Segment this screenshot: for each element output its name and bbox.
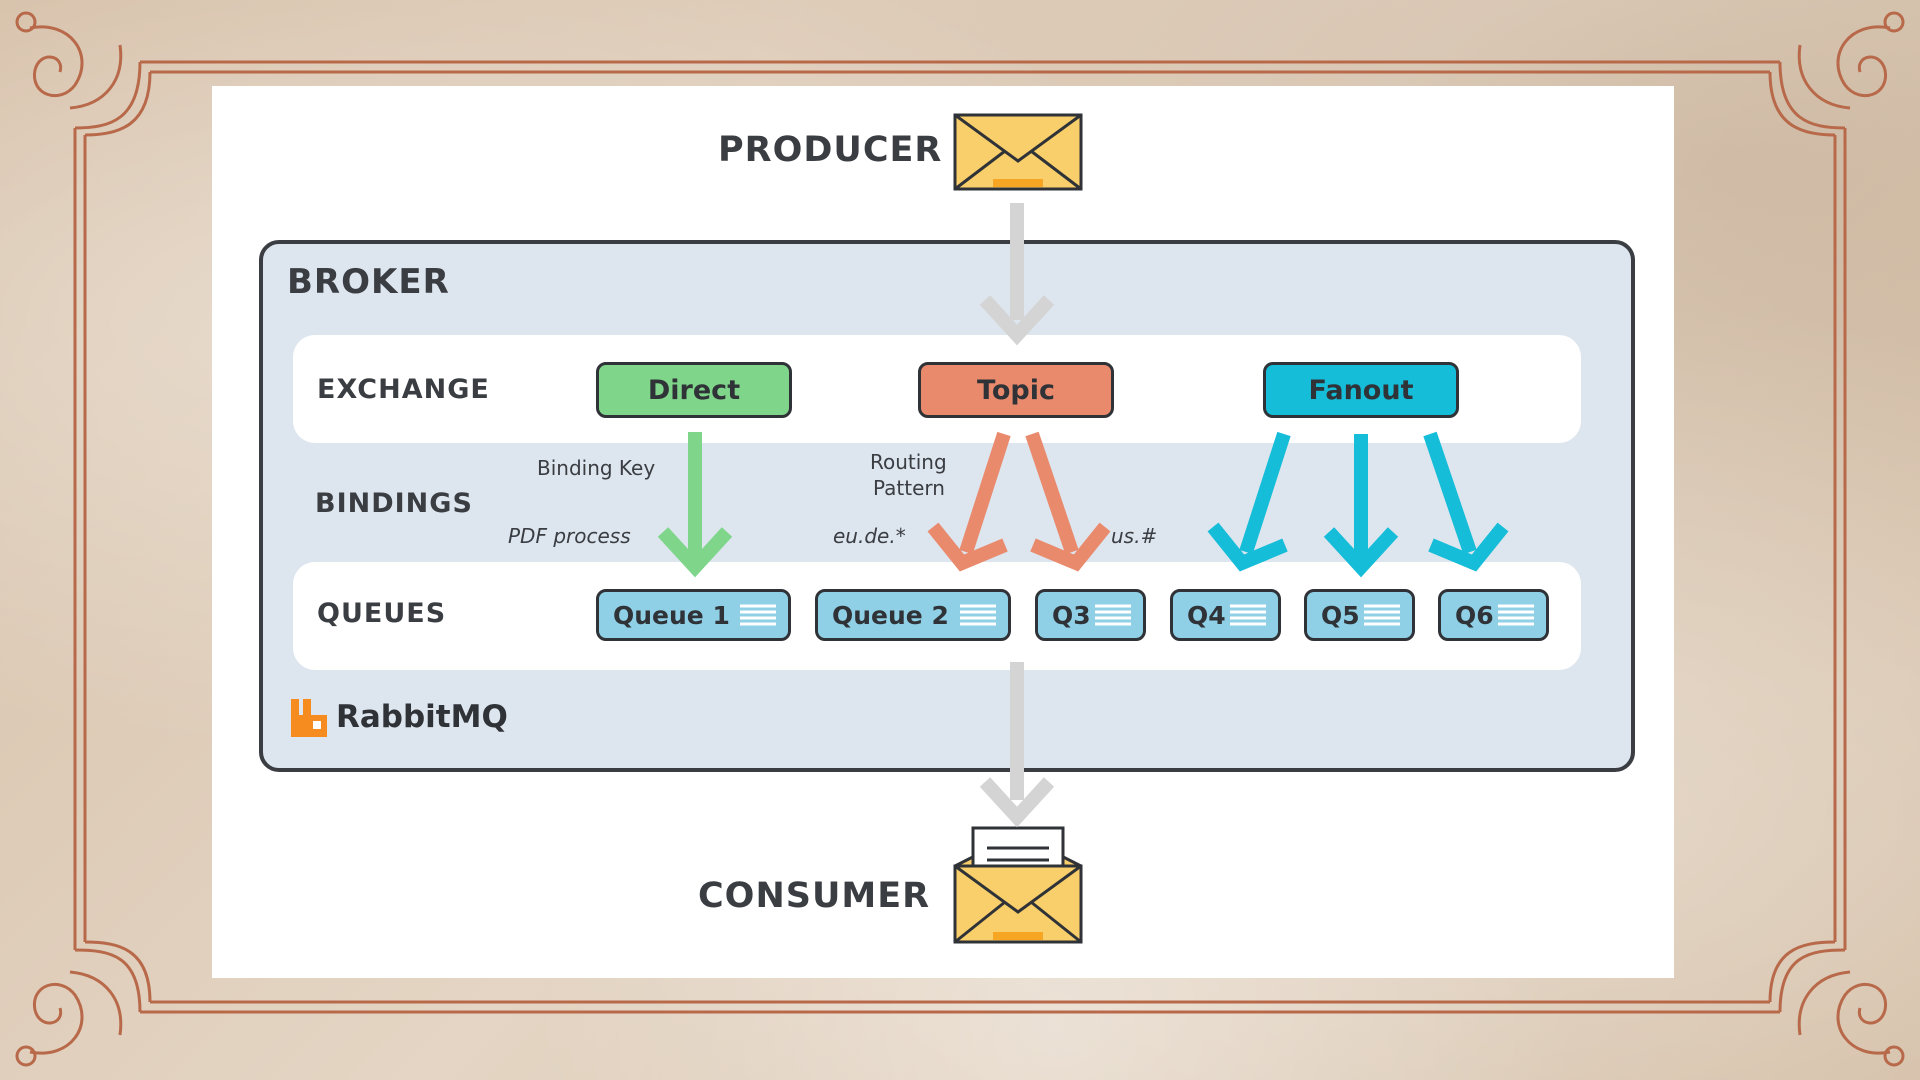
list-icon bbox=[960, 604, 996, 626]
list-icon bbox=[1095, 604, 1131, 626]
list-icon bbox=[1498, 604, 1534, 626]
queue-label: Queue 1 bbox=[613, 600, 730, 630]
consumer-envelope-icon bbox=[953, 826, 1083, 944]
fanout-arrow-q4 bbox=[1239, 431, 1291, 555]
rabbitmq-brand: RabbitMQ bbox=[336, 699, 508, 735]
queue-6: Q6 bbox=[1438, 589, 1549, 641]
rabbitmq-logo-icon bbox=[291, 699, 327, 737]
routing-note-line2: Pattern bbox=[873, 476, 945, 500]
queue-label: Q4 bbox=[1187, 600, 1226, 630]
exchange-direct: Direct bbox=[596, 362, 792, 418]
broker-label: BROKER bbox=[287, 262, 450, 302]
queue-1: Queue 1 bbox=[596, 589, 791, 641]
topic-binding-arrow-left bbox=[959, 431, 1011, 555]
eu-de-note: eu.de.* bbox=[833, 524, 906, 548]
broker-container bbox=[259, 240, 1635, 772]
fanout-arrow-q6 bbox=[1423, 431, 1477, 555]
queue-label: Q5 bbox=[1321, 600, 1360, 630]
list-icon bbox=[1230, 604, 1266, 626]
exchange-row-label: EXCHANGE bbox=[317, 374, 490, 405]
pdf-process-note: PDF process bbox=[508, 524, 631, 548]
binding-key-note: Binding Key bbox=[537, 456, 656, 480]
producer-label: PRODUCER bbox=[718, 130, 943, 170]
exchange-fanout: Fanout bbox=[1263, 362, 1459, 418]
list-icon bbox=[1364, 604, 1400, 626]
us-note: us.# bbox=[1111, 524, 1158, 548]
queue-4: Q4 bbox=[1170, 589, 1281, 641]
consumer-arrowhead bbox=[979, 777, 1055, 828]
bindings-row-label: BINDINGS bbox=[315, 488, 473, 519]
routing-note-line1: Routing bbox=[870, 450, 947, 474]
queue-5: Q5 bbox=[1304, 589, 1415, 641]
queue-3: Q3 bbox=[1035, 589, 1146, 641]
producer-arrowhead bbox=[979, 295, 1055, 346]
queue-2: Queue 2 bbox=[815, 589, 1011, 641]
producer-envelope-icon bbox=[953, 113, 1083, 191]
queue-label: Q6 bbox=[1455, 600, 1494, 630]
queues-row-label: QUEUES bbox=[317, 598, 447, 629]
consumer-label: CONSUMER bbox=[698, 876, 931, 916]
queue-label: Queue 2 bbox=[832, 600, 949, 630]
queue-label: Q3 bbox=[1052, 600, 1091, 630]
topic-binding-arrow-right bbox=[1025, 431, 1079, 555]
exchange-topic: Topic bbox=[918, 362, 1114, 418]
list-icon bbox=[740, 604, 776, 626]
